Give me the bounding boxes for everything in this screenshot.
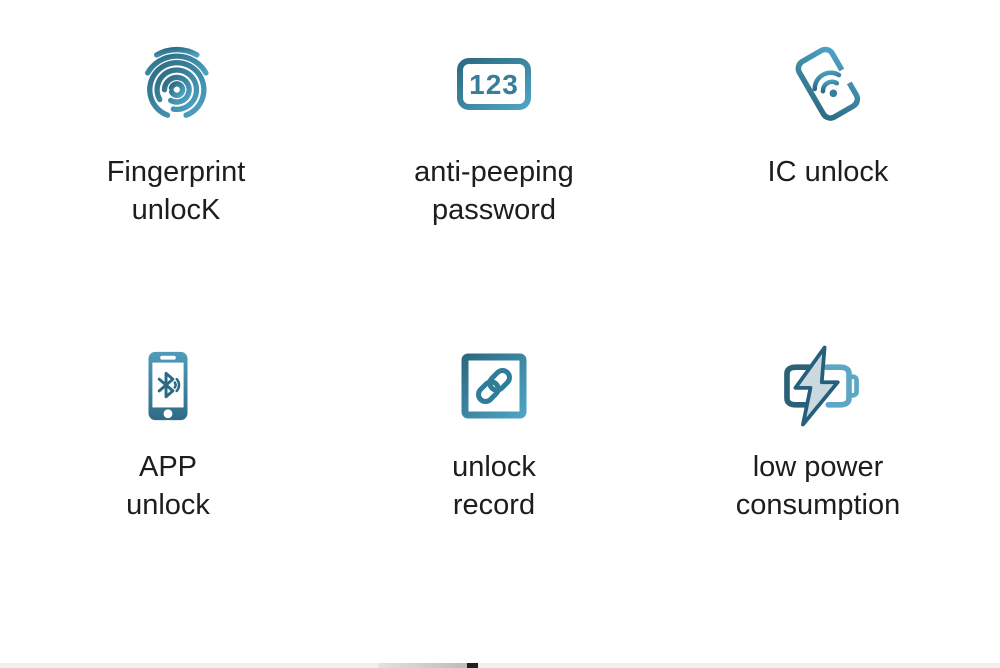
feature-label-line: IC unlock xyxy=(767,156,889,188)
phone-bluetooth-icon xyxy=(18,342,318,430)
feature-label-line: low power xyxy=(752,451,884,483)
phone-speaker xyxy=(160,355,176,360)
battery-right-outline xyxy=(823,364,852,408)
feature-fingerprint-unlock: Fingerprint unlocK xyxy=(26,38,326,229)
bluetooth-glyph xyxy=(157,371,175,399)
feature-unlock-record: unlock record xyxy=(344,342,644,524)
feature-ic-unlock: IC unlock xyxy=(678,38,978,191)
feature-label-line: password xyxy=(431,194,557,226)
bottom-edge-dark-notch xyxy=(467,663,478,668)
feature-label-line: APP xyxy=(138,451,198,483)
feature-label-line: record xyxy=(452,489,536,521)
phone-home-button xyxy=(163,409,173,419)
card-edge-gap xyxy=(836,67,854,86)
battery-lightning-icon xyxy=(668,342,968,430)
feature-label-line: unlock xyxy=(126,489,210,521)
feature-label: low power consumption xyxy=(668,448,968,524)
feature-label: Fingerprint unlocK xyxy=(26,153,326,229)
feature-app-unlock: APP unlock xyxy=(18,342,318,524)
feature-label-line: anti-peeping xyxy=(414,156,574,188)
keypad-123-icon: 123 xyxy=(344,38,644,130)
bottom-section-edge xyxy=(0,663,1000,668)
feature-label: anti-peeping password xyxy=(344,153,644,229)
lightning-bolt xyxy=(793,345,840,427)
chain-link-icon xyxy=(344,342,644,430)
bottom-edge-gradient-segment xyxy=(378,663,470,668)
feature-label-line: unlock xyxy=(452,451,536,483)
battery-terminal xyxy=(849,374,859,398)
feature-label: unlock record xyxy=(344,448,644,524)
feature-label: APP unlock xyxy=(18,448,318,524)
feature-anti-peeping-password: 123 anti-peeping password xyxy=(344,38,644,229)
feature-label-line: consumption xyxy=(735,489,901,521)
feature-label-line: unlocK xyxy=(131,194,221,226)
fingerprint-icon xyxy=(26,38,326,130)
feature-label: IC unlock xyxy=(678,153,978,191)
feature-low-power-consumption: low power consumption xyxy=(668,342,968,524)
ic-card-wifi-icon xyxy=(678,38,978,130)
keypad-digits-text: 123 xyxy=(469,69,519,100)
feature-label-line: Fingerprint xyxy=(106,156,246,188)
battery-left-outline xyxy=(784,364,813,408)
